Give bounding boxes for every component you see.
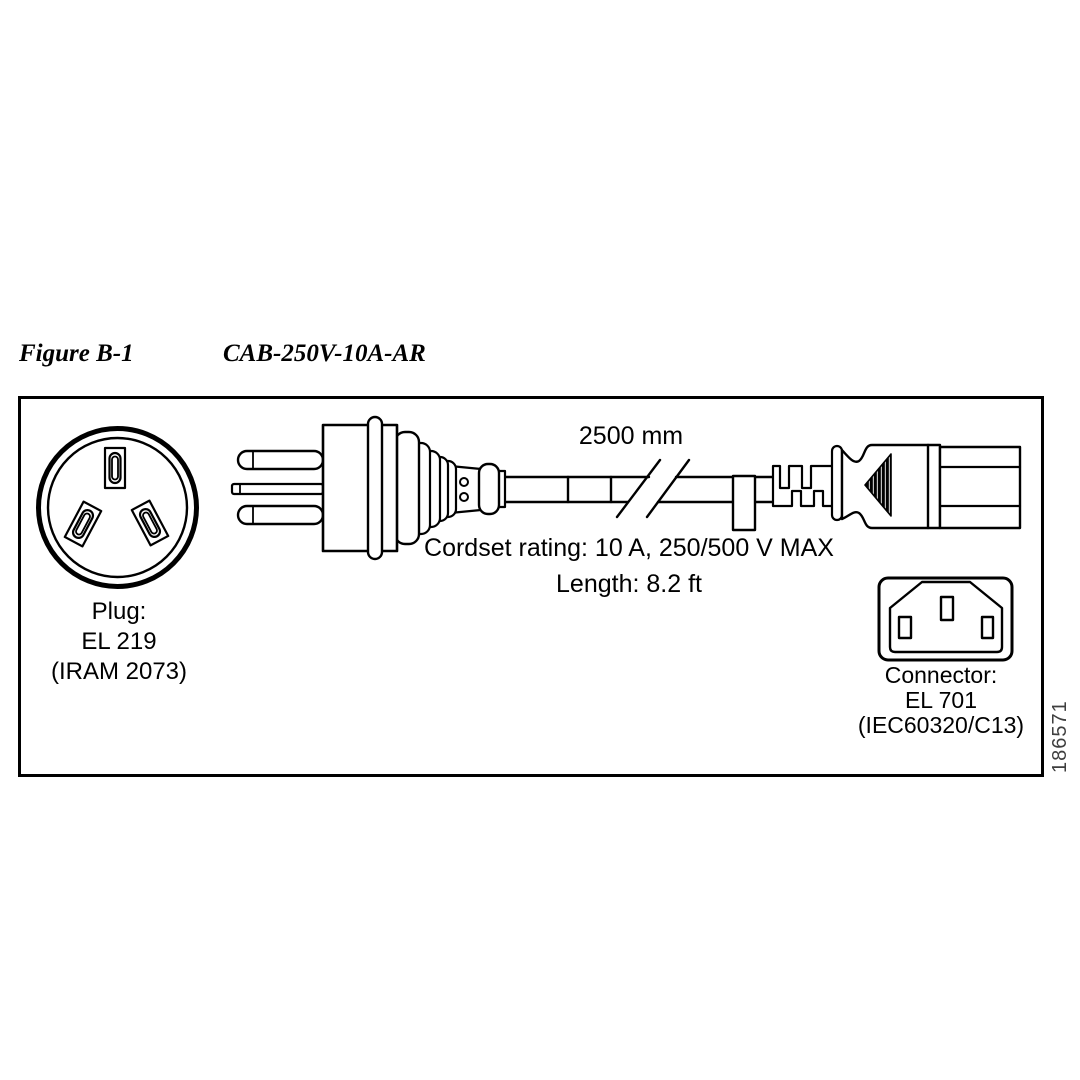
connector-side-view — [771, 443, 1022, 530]
cordset-length-line: Length: 8.2 ft — [556, 569, 702, 598]
plug-face-view — [36, 426, 199, 589]
connector-label: Connector: EL 701 (IEC60320/C13) — [821, 663, 1061, 738]
connector-face-view — [877, 576, 1014, 662]
cable — [503, 458, 775, 519]
plug-label-line1: Plug: — [91, 598, 147, 625]
figure-image-number: 186571 — [1049, 700, 1071, 773]
cable-clamp — [731, 474, 757, 532]
cordset-rating-label: Cordset rating: 10 A, 250/500 V MAX Leng… — [379, 531, 879, 602]
figure-label: Figure B-1 — [19, 340, 134, 367]
connector-label-line2: EL 701 — [904, 687, 978, 713]
power-cord-line-art — [36, 415, 1022, 662]
connector-label-line1: Connector: — [884, 662, 998, 688]
cable-length-label: 2500 mm — [578, 422, 684, 450]
connector-label-line3: (IEC60320/C13) — [857, 712, 1025, 738]
connector-strain-relief — [771, 464, 836, 508]
plug-label-line3: (IRAM 2073) — [50, 658, 188, 685]
connector-grip-triangle — [864, 453, 892, 517]
plug-label: Plug: EL 219 (IRAM 2073) — [19, 597, 219, 687]
plug-label-line2: EL 219 — [81, 628, 157, 655]
figure-title: CAB-250V-10A-AR — [223, 340, 426, 367]
cordset-rating-line: Cordset rating: 10 A, 250/500 V MAX — [424, 534, 834, 562]
plug-side-view — [230, 415, 507, 561]
figure-border — [18, 396, 1044, 777]
